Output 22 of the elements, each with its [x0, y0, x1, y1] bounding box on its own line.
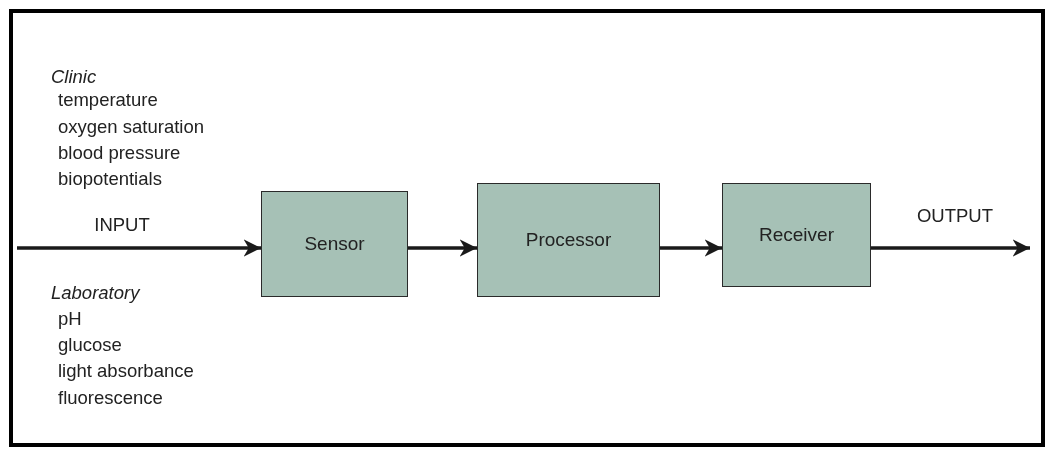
arrow [408, 239, 477, 257]
box-label: Sensor [304, 233, 365, 255]
list-item: glucose [58, 336, 122, 355]
edge-label: INPUT [94, 216, 150, 235]
group-heading: Laboratory [51, 284, 140, 303]
list-item: biopotentials [58, 170, 162, 189]
arrow [17, 239, 261, 257]
edge-label: OUTPUT [916, 207, 994, 226]
group-heading: Clinic [51, 68, 97, 87]
list-item: light absorbance [58, 362, 194, 381]
list-item: fluorescence [58, 389, 163, 408]
list-item: oxygen saturation [58, 118, 205, 137]
list-item: temperature [58, 91, 158, 110]
process-box [261, 191, 408, 297]
list-item: blood pressure [58, 144, 181, 163]
process-box [477, 183, 660, 297]
process-box [722, 183, 871, 287]
arrow [871, 239, 1030, 257]
list-item: pH [58, 310, 82, 329]
box-label: Receiver [759, 224, 834, 246]
arrow [660, 239, 722, 257]
box-label: Processor [525, 229, 612, 251]
